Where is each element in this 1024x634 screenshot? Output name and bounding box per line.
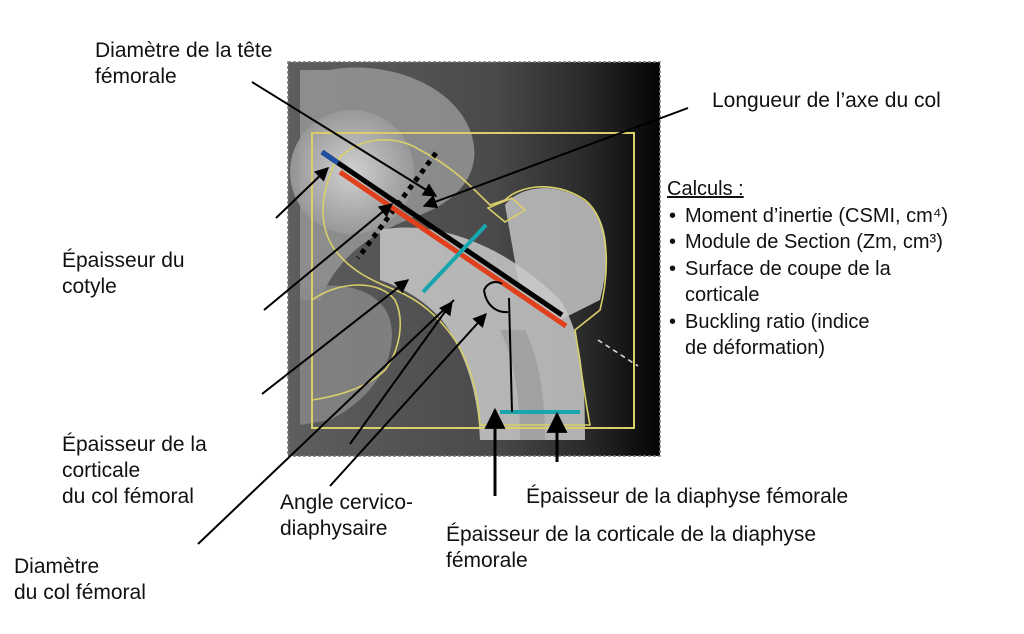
- label-head-diameter: Diamètre de la tête fémorale: [95, 38, 272, 90]
- label-neck-axis-length: Longueur de l’axe du col: [712, 89, 941, 112]
- label-diaphysis-cortical-line2: fémorale: [446, 549, 528, 572]
- calc-item-buckling-ratio: Buckling ratio (indice de déformation): [667, 309, 948, 362]
- label-neck-cortical-thickness: Épaisseur de la corticale du col fémoral: [62, 432, 207, 510]
- label-head-diameter-line2: fémorale: [95, 65, 177, 88]
- label-diaphysis-cortical-thickness: Épaisseur de la corticale de la diaphyse…: [446, 522, 816, 574]
- label-neck-cortical-line2: corticale: [62, 459, 141, 482]
- label-acetabulum-line1: Épaisseur du: [62, 249, 185, 272]
- calc-item-section-modulus: Module de Section (Zm, cm³): [667, 229, 948, 256]
- head-diameter-leader: [251, 81, 438, 197]
- acetabulum-leader-1: [275, 167, 330, 219]
- calculations-list: Moment d’inertie (CSMI, cm⁴) Module de S…: [667, 203, 948, 362]
- acetabulum-leader-2: [263, 203, 394, 311]
- ischium-shape: [300, 285, 392, 425]
- roi-box: [311, 132, 635, 429]
- label-diaphysis-thickness: Épaisseur de la diaphyse fémorale: [526, 485, 849, 508]
- head-segment-line: [320, 149, 340, 166]
- calc-item-cortical-area: Surface de coupe de la corticale: [667, 256, 948, 309]
- pelvis-contour: [311, 284, 401, 401]
- neck-box-contour: [486, 197, 527, 223]
- neck-axis-length-leader: [422, 107, 689, 209]
- calc-item-buckling-line1: Buckling ratio (indice: [685, 310, 870, 333]
- neck-axis-line: [320, 149, 564, 318]
- calc-item-csmi: Moment d’inertie (CSMI, cm⁴): [667, 203, 948, 230]
- calculations-panel: Calculs : Moment d’inertie (CSMI, cm⁴) M…: [667, 176, 948, 362]
- label-diaphysis-cortical-line1: Épaisseur de la corticale de la diaphyse: [446, 523, 817, 546]
- label-neck-cortical-line1: Épaisseur de la: [62, 433, 207, 456]
- label-neck-diameter-line2: du col fémoral: [14, 581, 146, 604]
- calc-item-cortical-area-line1: Surface de coupe de la: [685, 257, 891, 280]
- label-acetabulum-thickness: Épaisseur du cotyle: [62, 248, 185, 300]
- angle-arc: [483, 289, 509, 314]
- neck-diameter-line: [421, 223, 488, 294]
- label-acetabulum-line2: cotyle: [62, 275, 117, 298]
- calc-item-cortical-area-line2: corticale: [685, 284, 760, 306]
- neck-diameter-leader: [197, 299, 455, 545]
- calc-item-buckling-line2: de déformation): [685, 337, 826, 359]
- head-diameter-line: [355, 151, 439, 260]
- angle-leader: [329, 312, 487, 487]
- label-head-diameter-line1: Diamètre de la tête: [95, 39, 273, 62]
- shaft-axis-line: [508, 297, 513, 413]
- neck-cortical-leader-2: [349, 300, 453, 445]
- label-angle-line1: Angle cervico-: [280, 491, 414, 514]
- label-cervico-diaphyseal-angle: Angle cervico- diaphysaire: [280, 490, 413, 542]
- angle-arc-top: [483, 281, 503, 291]
- neck-cortical-leader-1: [261, 279, 410, 395]
- roi-contour: [322, 139, 608, 426]
- calculations-title: Calculs :: [667, 178, 744, 200]
- label-angle-line2: diaphysaire: [280, 517, 388, 540]
- cortex-line: [338, 169, 568, 329]
- label-neck-diameter: Diamètre du col fémoral: [14, 554, 146, 606]
- label-neck-diameter-line1: Diamètre: [14, 555, 100, 578]
- label-neck-cortical-line3: du col fémoral: [62, 485, 194, 508]
- axis-extension-dashed: [597, 339, 639, 367]
